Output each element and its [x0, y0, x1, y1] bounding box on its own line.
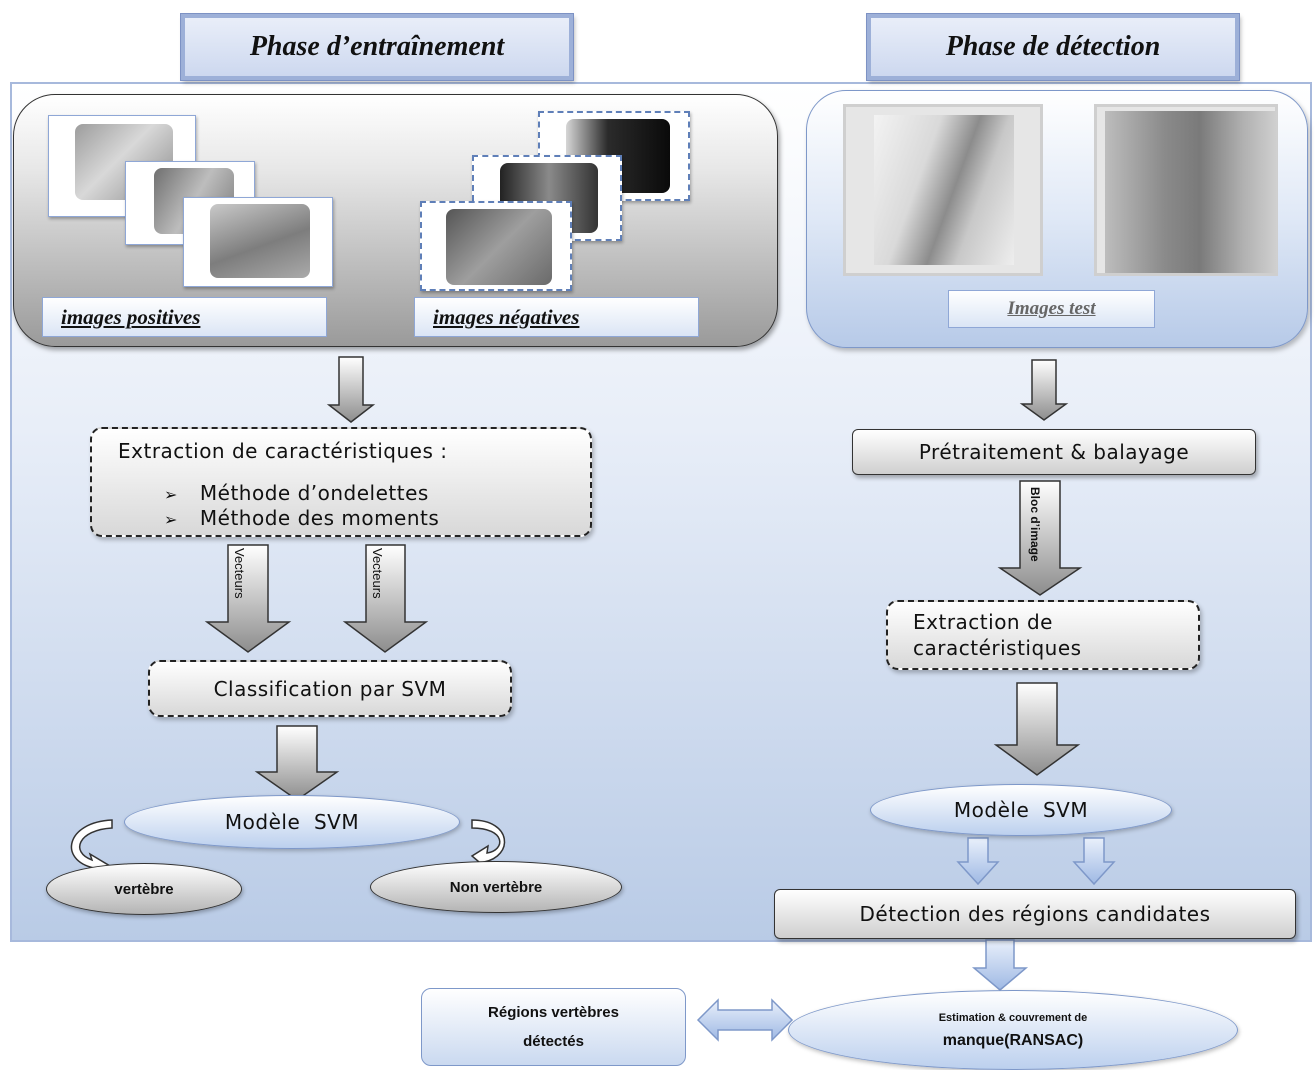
down-arrow — [254, 725, 340, 801]
detected-regions-line1: Régions vertèbres — [488, 1004, 619, 1021]
down-arrow — [997, 480, 1083, 596]
bullet-icon: ➢ — [164, 510, 178, 529]
outcome-non-vertebra: Non vertèbre — [370, 861, 622, 913]
test-image-2 — [1094, 104, 1278, 276]
down-arrow — [993, 682, 1081, 776]
svm-classification-text: Classification par SVM — [213, 676, 447, 701]
positive-images-label: images positives — [42, 297, 327, 337]
detected-regions-line2: détectés — [523, 1033, 584, 1050]
training-svm-model-text: Modèle SVM — [224, 810, 360, 834]
test-images-label-text: Images test — [1007, 298, 1096, 319]
method-item-2-text: Méthode des moments — [199, 506, 440, 530]
ransac-estimation-ellipse: Estimation & couvrement de manque(RANSAC… — [788, 990, 1238, 1070]
down-arrow — [326, 356, 376, 423]
detection-phase-title-text: Phase de détection — [945, 31, 1161, 62]
positive-image-3 — [183, 197, 333, 287]
blue-down-arrow — [971, 939, 1029, 991]
training-phase-title: Phase d’entraînement — [180, 13, 574, 81]
ransac-estimation-line2: manque(RANSAC) — [942, 1032, 1084, 1049]
candidate-regions-box: Détection des régions candidates — [774, 889, 1296, 939]
negative-images-label-text: images négatives — [433, 304, 580, 329]
negative-images-label: images négatives — [414, 297, 699, 337]
negative-image-3 — [420, 201, 572, 291]
method-item-2: ➢ Méthode des moments — [164, 506, 439, 530]
test-image-1 — [843, 104, 1043, 276]
down-arrow — [204, 544, 292, 653]
outcome-vertebra: vertèbre — [46, 863, 242, 915]
svm-classification-box: Classification par SVM — [148, 660, 512, 717]
feature-extraction-box: Extraction de caractéristiques : ➢ Méthod… — [90, 427, 592, 537]
blue-down-arrow — [956, 837, 1000, 886]
detection-extraction-line1: Extraction de — [913, 610, 1053, 634]
feature-extraction-title: Extraction de caractéristiques : — [118, 439, 448, 463]
method-item-1-text: Méthode d’ondelettes — [199, 481, 429, 505]
detection-svm-model-text: Modèle SVM — [953, 798, 1089, 822]
method-item-1: ➢ Méthode d’ondelettes — [164, 481, 429, 505]
training-phase-title-text: Phase d’entraînement — [249, 31, 505, 62]
vectors-label-right: Vecteurs — [370, 548, 385, 599]
candidate-regions-text: Détection des régions candidates — [859, 902, 1211, 926]
down-arrow — [342, 544, 429, 653]
preprocessing-box: Prétraitement & balayage — [852, 429, 1256, 475]
detected-regions-box: Régions vertèbres détectés — [421, 988, 686, 1066]
outcome-non-vertebra-text: Non vertèbre — [449, 878, 543, 896]
positive-images-label-text: images positives — [61, 304, 201, 329]
outcome-vertebra-text: vertèbre — [114, 880, 174, 898]
detection-svm-model: Modèle SVM — [870, 784, 1172, 836]
detection-extraction-line2: caractéristiques — [913, 636, 1082, 660]
detection-feature-extraction-box: Extraction de caractéristiques — [886, 600, 1200, 670]
ransac-estimation-line1: Estimation & couvrement de — [938, 1012, 1088, 1024]
image-block-label: Bloc d’image — [1028, 487, 1042, 562]
test-images-label: Images test — [948, 290, 1155, 328]
down-arrow — [1019, 359, 1069, 421]
training-svm-model: Modèle SVM — [124, 795, 460, 849]
double-arrow — [696, 998, 794, 1042]
detection-phase-title: Phase de détection — [866, 13, 1240, 81]
bullet-icon: ➢ — [164, 485, 178, 504]
preprocessing-text: Prétraitement & balayage — [918, 440, 1190, 464]
blue-down-arrow — [1072, 837, 1116, 886]
vectors-label-left: Vecteurs — [232, 548, 247, 599]
